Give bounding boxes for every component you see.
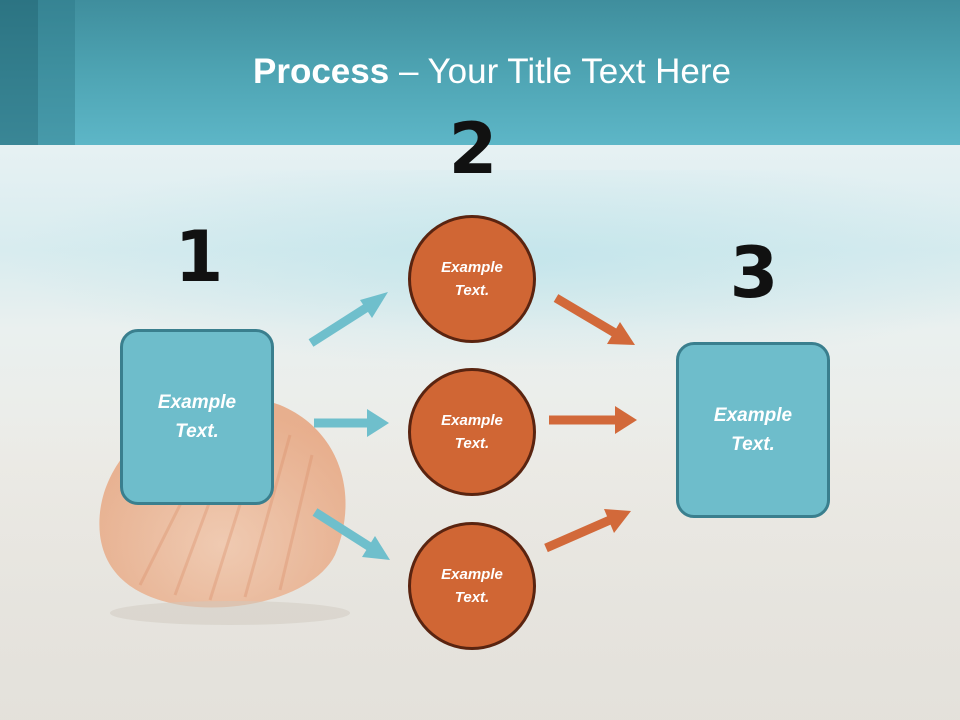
arrow-from-middle-circle bbox=[549, 406, 637, 434]
circle-middle[interactable]: Example Text. bbox=[408, 368, 536, 496]
title-rest: – Your Title Text Here bbox=[389, 52, 731, 91]
arrow-to-bottom-circle bbox=[312, 508, 390, 560]
arrow-to-middle-circle bbox=[314, 409, 389, 437]
header-accent-strip bbox=[38, 0, 75, 145]
arrow-to-top-circle bbox=[308, 292, 388, 347]
circle-middle-text: Example Text. bbox=[441, 412, 503, 452]
step-3-text: Example Text. bbox=[713, 405, 793, 455]
circle-bottom[interactable]: Example Text. bbox=[408, 522, 536, 650]
step-3-box[interactable]: Example Text. bbox=[676, 342, 830, 518]
step-number-3: 3 bbox=[729, 232, 779, 314]
header-bar bbox=[0, 0, 960, 145]
step-number-1: 1 bbox=[174, 216, 224, 298]
step-1-text: Example Text. bbox=[157, 392, 237, 442]
circle-top[interactable]: Example Text. bbox=[408, 215, 536, 343]
circle-top-text: Example Text. bbox=[441, 259, 503, 299]
arrow-from-top-circle bbox=[553, 294, 635, 345]
step-number-2: 2 bbox=[448, 108, 498, 190]
arrow-from-bottom-circle bbox=[544, 509, 631, 553]
circle-bottom-text: Example Text. bbox=[441, 566, 503, 606]
slide-title[interactable]: Process – Your Title Text Here bbox=[0, 52, 960, 92]
header-accent-strip bbox=[0, 0, 38, 145]
step-1-box[interactable]: Example Text. bbox=[120, 329, 274, 505]
title-bold: Process bbox=[253, 52, 390, 91]
